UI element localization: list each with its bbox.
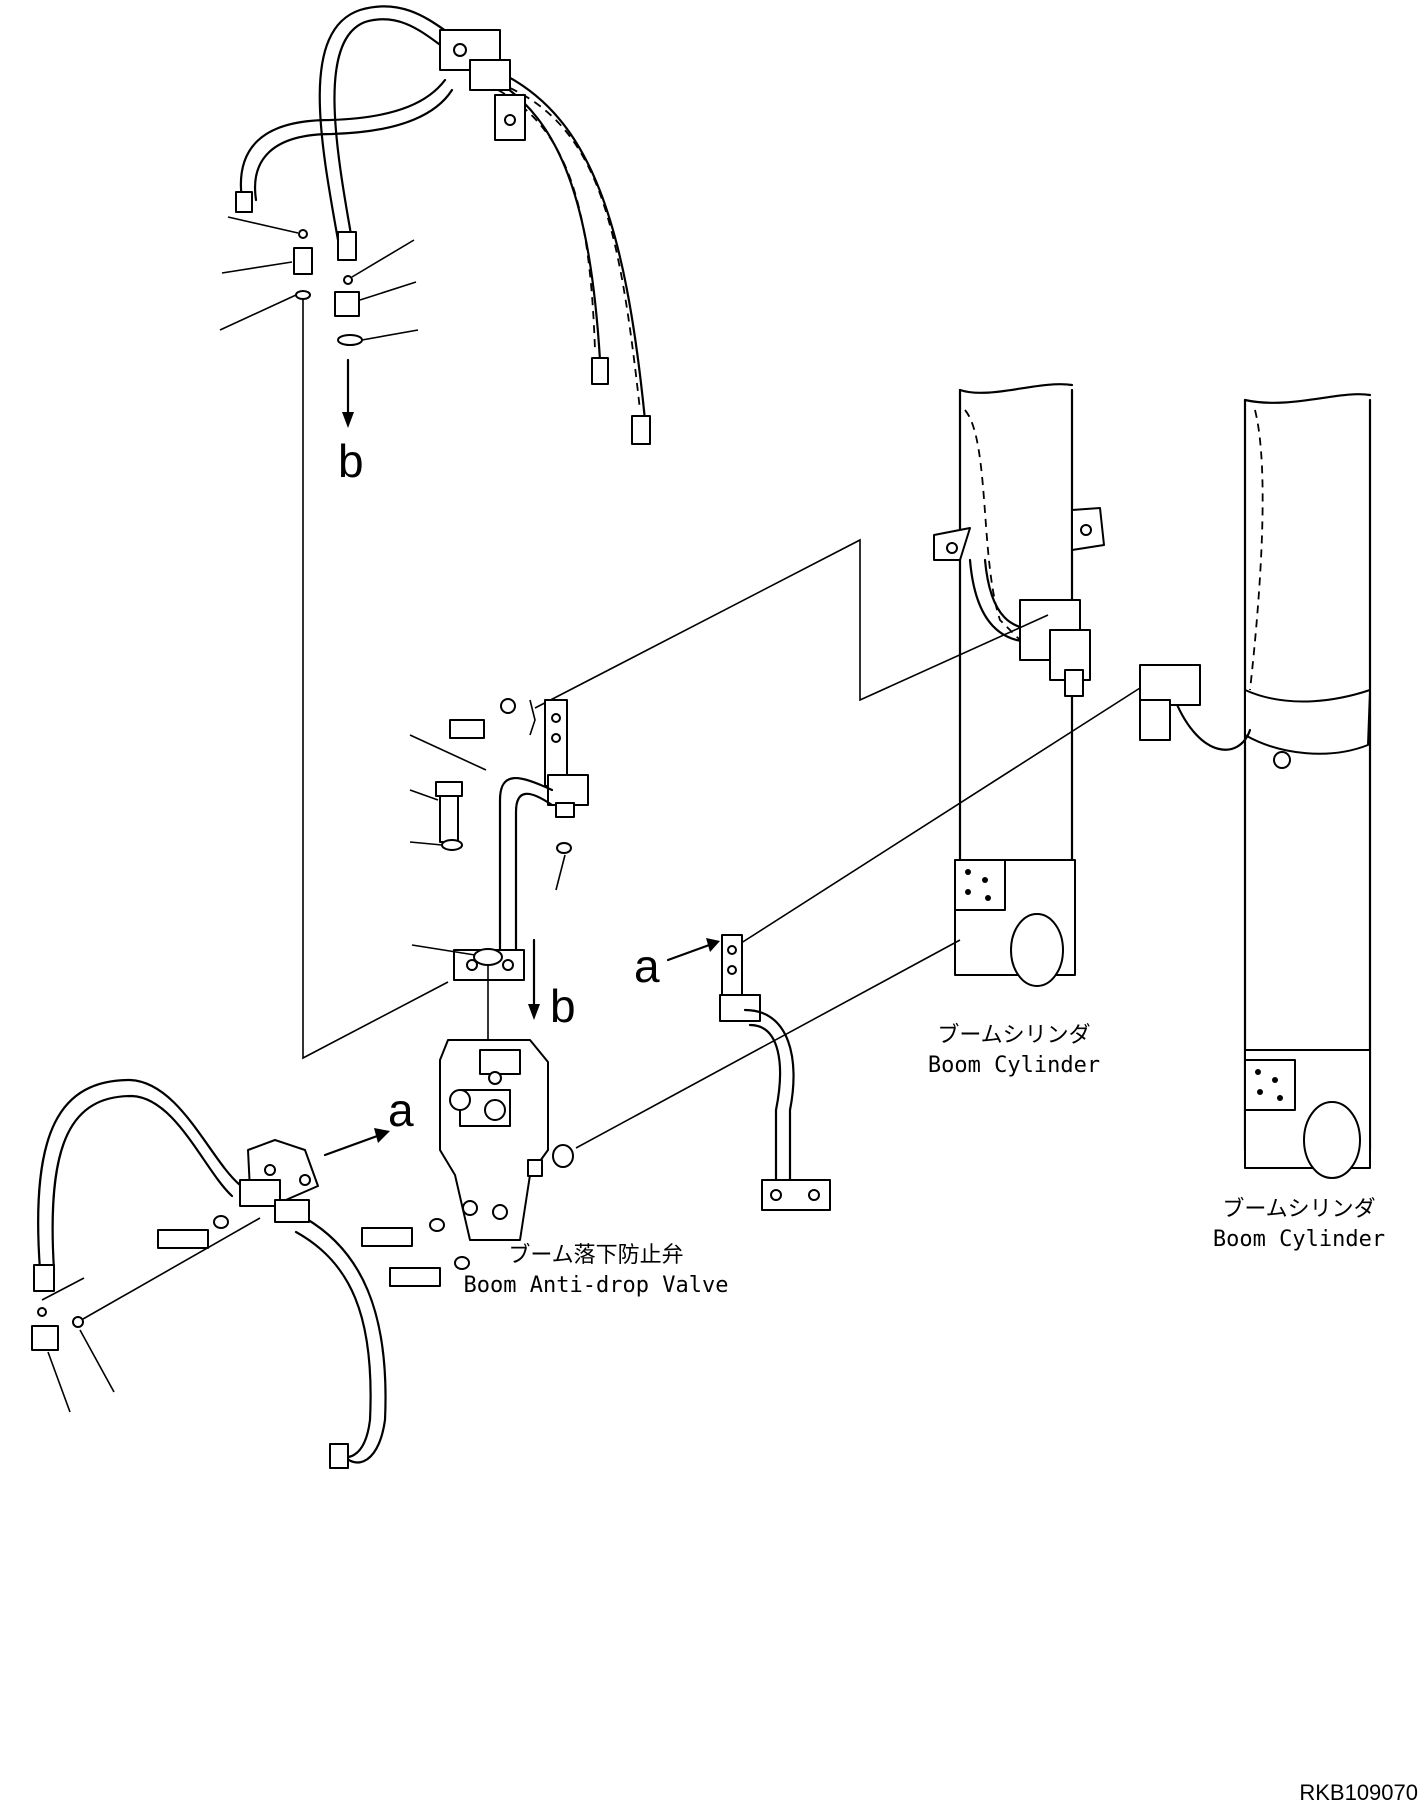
callout-b-lower: b bbox=[550, 980, 576, 1032]
boom-cylinder-1-label-jp: ブームシリンダ bbox=[937, 1023, 1090, 1048]
boom-cylinder-2-label-en: Boom Cylinder bbox=[1213, 1227, 1385, 1252]
lower-hose-assembly bbox=[31, 1078, 390, 1469]
boom-anti-drop-valve: ブーム落下防止弁 Boom Anti-drop Valve bbox=[361, 1039, 729, 1298]
boom-cylinder-1: ブームシリンダ Boom Cylinder bbox=[928, 383, 1105, 1078]
hose-fitting bbox=[235, 191, 253, 213]
drawing-code: RKB109070 bbox=[1299, 1780, 1418, 1805]
washer bbox=[500, 698, 516, 714]
washer bbox=[429, 1218, 445, 1232]
connection-line bbox=[82, 1217, 261, 1320]
connection-line bbox=[575, 939, 961, 1149]
boom-cylinder-1-label-en: Boom Cylinder bbox=[928, 1053, 1100, 1078]
connection-line bbox=[534, 538, 1049, 709]
connection-line bbox=[302, 299, 449, 1060]
elbow-fitting bbox=[31, 1325, 59, 1351]
hose-fitting bbox=[337, 231, 357, 261]
bolt bbox=[449, 719, 485, 739]
pipe-clamp-block bbox=[1139, 664, 1201, 706]
adapter-fitting bbox=[293, 247, 313, 275]
right-tube-assembly bbox=[552, 687, 1141, 1211]
tube-flange bbox=[761, 1179, 831, 1211]
arrow-a-upper bbox=[706, 938, 720, 952]
o-ring bbox=[72, 1316, 84, 1328]
upper-hose-assembly bbox=[235, 5, 651, 445]
anti-drop-valve-label-jp: ブーム落下防止弁 bbox=[508, 1243, 683, 1268]
arrow-a-lower bbox=[374, 1128, 390, 1143]
bolt bbox=[361, 1227, 413, 1247]
boom-cylinder-2-label-jp: ブームシリンダ bbox=[1222, 1197, 1375, 1222]
bolt bbox=[439, 791, 459, 843]
washer bbox=[213, 1215, 229, 1229]
washer bbox=[441, 839, 463, 851]
o-ring bbox=[37, 1307, 47, 1317]
o-ring bbox=[473, 948, 503, 966]
middle-tube-assembly bbox=[409, 538, 1049, 1062]
arrow-b-upper bbox=[342, 412, 354, 428]
o-ring bbox=[337, 334, 363, 346]
hose-fitting bbox=[631, 415, 651, 445]
tee-fitting bbox=[239, 1179, 281, 1207]
anti-drop-valve-label-en: Boom Anti-drop Valve bbox=[464, 1273, 729, 1298]
callout-a-upper: a bbox=[634, 940, 660, 992]
bolt bbox=[389, 1267, 441, 1287]
washer bbox=[454, 1256, 470, 1270]
hose-fitting bbox=[329, 1443, 349, 1469]
o-ring bbox=[552, 1144, 574, 1168]
callout-a-lower: a bbox=[388, 1084, 414, 1136]
o-ring bbox=[298, 229, 308, 239]
upper-fittings bbox=[219, 216, 419, 428]
hose-fitting bbox=[33, 1264, 55, 1292]
connection-line bbox=[737, 687, 1141, 946]
tube-clamp-block bbox=[547, 774, 589, 806]
hose-fitting bbox=[591, 357, 609, 385]
o-ring bbox=[343, 275, 353, 285]
bolt bbox=[157, 1229, 209, 1249]
adapter-fitting bbox=[334, 291, 360, 317]
boom-cylinder-2: ブームシリンダ Boom Cylinder bbox=[1139, 393, 1385, 1252]
arrow-b-lower bbox=[528, 1004, 540, 1020]
callout-b-upper: b bbox=[338, 435, 364, 487]
o-ring bbox=[556, 842, 572, 854]
o-ring bbox=[295, 290, 311, 300]
